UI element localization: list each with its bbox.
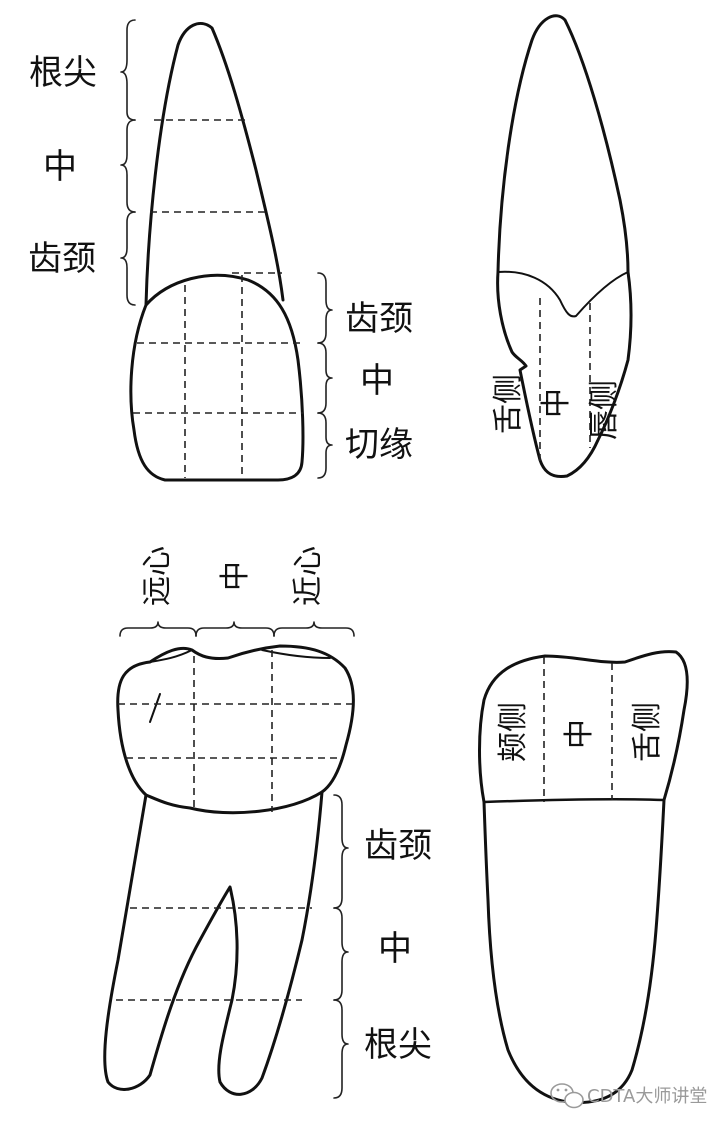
incisor-cej-line xyxy=(497,270,629,318)
label-lingual: 舌侧 xyxy=(630,702,665,762)
incisor-proximal-view: 舌侧 中 唇侧 xyxy=(491,14,633,479)
incisor-labial-view: 根尖 中 齿颈 齿颈 中 切缘 xyxy=(28,19,413,482)
label-lingual: 舌侧 xyxy=(491,374,526,434)
mesial-brace xyxy=(273,621,355,637)
watermark: CDTA大师讲堂 xyxy=(550,1083,707,1109)
root-apex-brace xyxy=(333,999,349,1099)
root-middle-brace xyxy=(333,907,349,1001)
incisor-proximal-root-outline xyxy=(496,14,630,274)
root-cervical-brace xyxy=(120,211,136,306)
distal-brace xyxy=(119,621,197,637)
middle-brace xyxy=(195,621,275,637)
incisor-root-outline xyxy=(144,22,285,307)
molar-buccal-view: 远心 中 近心 齿颈 中 根尖 xyxy=(103,546,432,1099)
label-root-middle: 中 xyxy=(43,147,77,187)
molar-cusp-detail xyxy=(261,649,331,659)
label-middle: 中 xyxy=(539,388,574,418)
crown-middle-brace xyxy=(317,342,333,414)
label-crown-incisal: 切缘 xyxy=(345,425,413,465)
label-crown-cervical: 齿颈 xyxy=(345,299,413,339)
crown-cervical-brace xyxy=(317,272,333,344)
root-cervical-brace xyxy=(333,794,349,909)
label-mesial: 近心 xyxy=(291,546,326,606)
label-distal: 远心 xyxy=(140,546,175,606)
crown-incisal-brace xyxy=(317,412,333,479)
label-root-cervical: 齿颈 xyxy=(28,239,96,279)
watermark-text: CDTA大师讲堂 xyxy=(587,1086,707,1107)
incisor-proximal-crown-outline xyxy=(496,270,633,479)
molar-crown-outline xyxy=(116,644,355,815)
wechat-icon xyxy=(550,1083,584,1109)
label-root-middle: 中 xyxy=(378,929,412,969)
label-root-apex: 根尖 xyxy=(364,1025,432,1065)
molar-cusp-detail xyxy=(149,649,193,663)
incisor-crown-outline xyxy=(129,273,305,482)
label-root-apex: 根尖 xyxy=(29,53,97,93)
root-apex-brace xyxy=(120,19,136,121)
molar-proximal-view: 颊侧 中 舌侧 xyxy=(478,650,689,1105)
label-middle: 中 xyxy=(562,719,597,749)
molar-proximal-outline xyxy=(478,650,689,1105)
molar-root-outline xyxy=(103,790,324,1096)
label-crown-middle: 中 xyxy=(360,361,394,401)
molar-fissure-mark xyxy=(149,693,161,723)
molar-cej-line xyxy=(482,797,666,804)
label-labial: 唇侧 xyxy=(587,380,622,440)
label-buccal: 颊侧 xyxy=(496,702,531,762)
label-middle: 中 xyxy=(218,561,253,591)
label-root-cervical: 齿颈 xyxy=(364,826,432,866)
root-middle-brace xyxy=(120,119,136,213)
